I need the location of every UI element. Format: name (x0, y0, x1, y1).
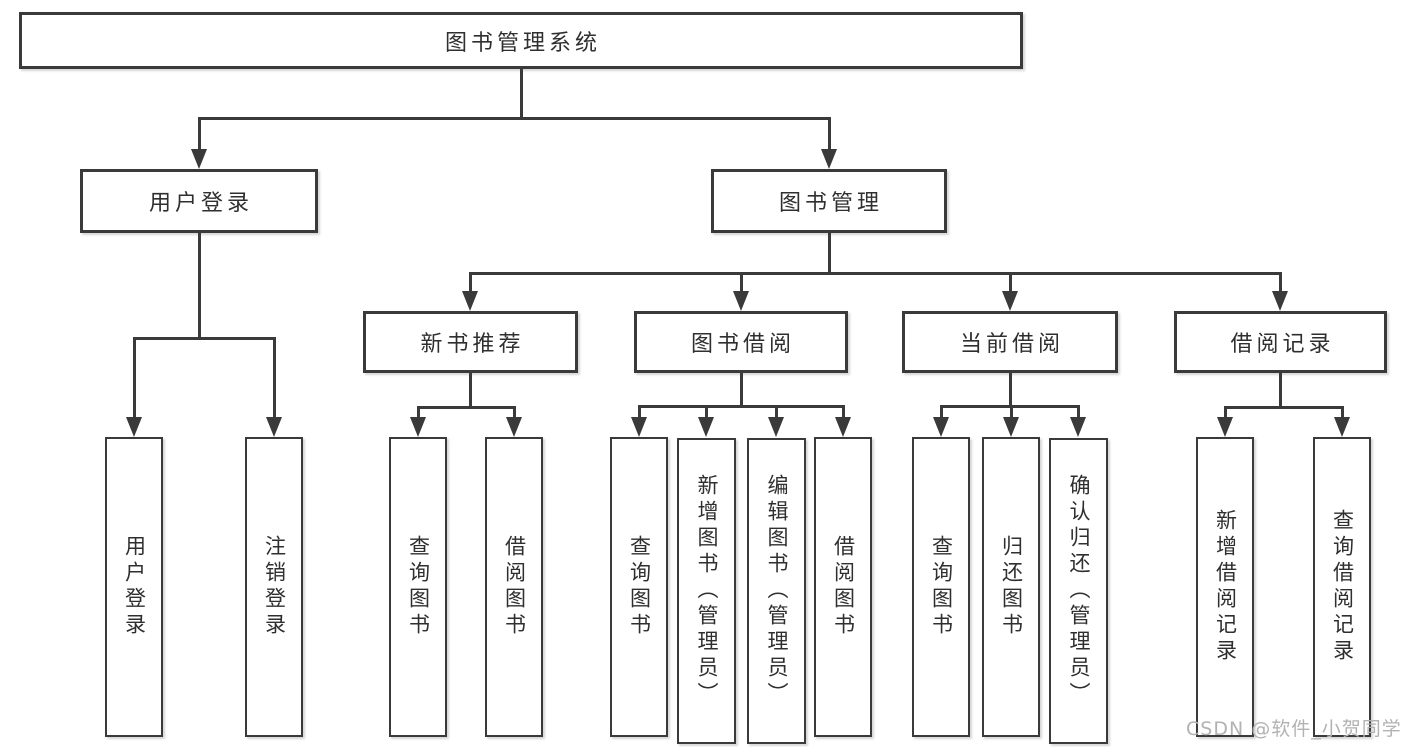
arrow-down-icon (933, 417, 949, 437)
node-current-borrow-label: 当前借阅 (959, 332, 1064, 357)
arrow-down-icon (1003, 417, 1019, 437)
node-borrow-record: 借阅记录 (1174, 311, 1387, 373)
arrow-down-icon (1070, 417, 1086, 437)
leaf-cb-query-book: 查询图书 (912, 437, 970, 737)
edge-user-hline (132, 337, 276, 340)
arrow-down-icon (768, 417, 784, 437)
arrow-down-icon (506, 417, 522, 437)
leaf-nbr-query-book: 查询图书 (389, 437, 447, 737)
edge-mgmt-g3-shaft (1279, 272, 1282, 293)
edge-g3-leaf1-shaft (1223, 406, 1227, 419)
edge-g1-stub (739, 373, 743, 408)
edge-g1-leaf4-shaft (841, 405, 845, 419)
node-root: 图书管理系统 (19, 12, 1023, 69)
leaf-bb-query-book-label: 查询图书 (627, 535, 652, 639)
leaf-br-add-record: 新增借阅记录 (1196, 437, 1254, 737)
leaf-bb-edit-book-admin: 编辑图书（管理员） (747, 438, 806, 744)
leaf-bb-edit-book-admin-label: 编辑图书（管理员） (765, 474, 789, 708)
leaf-br-query-record-label: 查询借阅记录 (1330, 509, 1355, 665)
arrow-down-icon (1272, 291, 1288, 311)
arrow-down-icon (266, 417, 282, 437)
edge-g1-hline (637, 405, 845, 408)
leaf-cb-return-book: 归还图书 (982, 437, 1040, 737)
node-book-borrow-label: 图书借阅 (690, 332, 795, 357)
arrow-down-icon (821, 149, 837, 169)
edge-g2-leaf1-shaft (939, 405, 943, 419)
edge-mgmt-stub (827, 233, 831, 275)
edge-g1-leaf1-shaft (637, 405, 641, 419)
edge-mgmt-g2-shaft (1008, 272, 1012, 293)
edge-root-user-shaft (197, 117, 201, 151)
leaf-user-login: 用户登录 (105, 437, 163, 737)
arrow-down-icon (698, 417, 714, 437)
edge-g0-leaf1-shaft (416, 406, 420, 419)
leaf-nbr-borrow-book: 借阅图书 (485, 437, 543, 737)
edge-user-leaf2-shaft (272, 337, 276, 419)
leaf-user-login-label: 用户登录 (122, 535, 147, 639)
edge-g3-leaf2-shaft (1340, 406, 1344, 419)
leaf-br-add-record-label: 新增借阅记录 (1213, 509, 1238, 665)
edge-g3-hline (1223, 406, 1344, 409)
edge-mgmt-g1-shaft (739, 272, 743, 293)
leaf-nbr-query-book-label: 查询图书 (406, 535, 431, 639)
leaf-bb-borrow-book-label: 借阅图书 (831, 535, 856, 639)
edge-mgmt-g0-shaft (469, 272, 472, 293)
node-root-label: 图书管理系统 (444, 30, 601, 56)
leaf-cb-confirm-return-admin-label: 确认归还（管理员） (1067, 474, 1091, 708)
edge-root-stub (519, 69, 523, 119)
leaf-cb-return-book-label: 归还图书 (999, 535, 1024, 639)
leaf-logout-label: 注销登录 (262, 535, 287, 639)
edge-root-mgmt-shaft (827, 117, 831, 151)
edge-g2-stub (1008, 373, 1012, 408)
leaf-bb-add-book-admin-label: 新增图书（管理员） (695, 474, 719, 708)
arrow-down-icon (631, 417, 647, 437)
leaf-br-query-record: 查询借阅记录 (1313, 437, 1371, 737)
leaf-cb-query-book-label: 查询图书 (929, 535, 954, 639)
csdn-watermark: CSDN @软件_小贺同学 (1186, 718, 1402, 740)
edge-g1-leaf3-shaft (775, 405, 778, 419)
arrow-down-icon (733, 291, 749, 311)
arrow-down-icon (126, 417, 142, 437)
node-book-mgmt: 图书管理 (711, 169, 947, 233)
edge-g1-leaf2-shaft (705, 405, 708, 419)
edge-g2-leaf3-shaft (1077, 405, 1080, 419)
edge-g0-leaf2-shaft (512, 406, 516, 419)
node-borrow-record-label: 借阅记录 (1230, 332, 1335, 357)
node-user-login-label: 用户登录 (148, 191, 253, 216)
edge-root-hline (197, 117, 831, 120)
leaf-bb-query-book: 查询图书 (610, 437, 668, 737)
node-book-borrow: 图书借阅 (634, 311, 848, 373)
arrow-down-icon (835, 417, 851, 437)
edge-g0-hline (416, 406, 516, 409)
leaf-nbr-borrow-book-label: 借阅图书 (502, 535, 527, 639)
node-new-book-rec: 新书推荐 (363, 311, 578, 373)
edge-g0-stub (468, 373, 472, 409)
node-user-login: 用户登录 (80, 169, 318, 233)
arrow-down-icon (191, 149, 207, 169)
edge-mgmt-hline (468, 272, 1282, 275)
edge-g2-leaf2-shaft (1009, 405, 1013, 419)
arrow-down-icon (1002, 291, 1018, 311)
node-book-mgmt-label: 图书管理 (778, 191, 883, 216)
node-current-borrow: 当前借阅 (902, 311, 1118, 373)
leaf-logout: 注销登录 (245, 437, 303, 737)
arrow-down-icon (410, 417, 426, 437)
edge-g3-stub (1278, 373, 1282, 409)
arrow-down-icon (1217, 417, 1233, 437)
node-new-book-rec-label: 新书推荐 (420, 332, 525, 357)
arrow-down-icon (1334, 417, 1350, 437)
leaf-bb-add-book-admin: 新增图书（管理员） (677, 438, 736, 744)
leaf-cb-confirm-return-admin: 确认归还（管理员） (1049, 438, 1108, 744)
arrow-down-icon (462, 291, 478, 311)
edge-user-stub (197, 233, 201, 340)
leaf-bb-borrow-book: 借阅图书 (814, 437, 872, 737)
edge-user-leaf1-shaft (132, 337, 136, 419)
